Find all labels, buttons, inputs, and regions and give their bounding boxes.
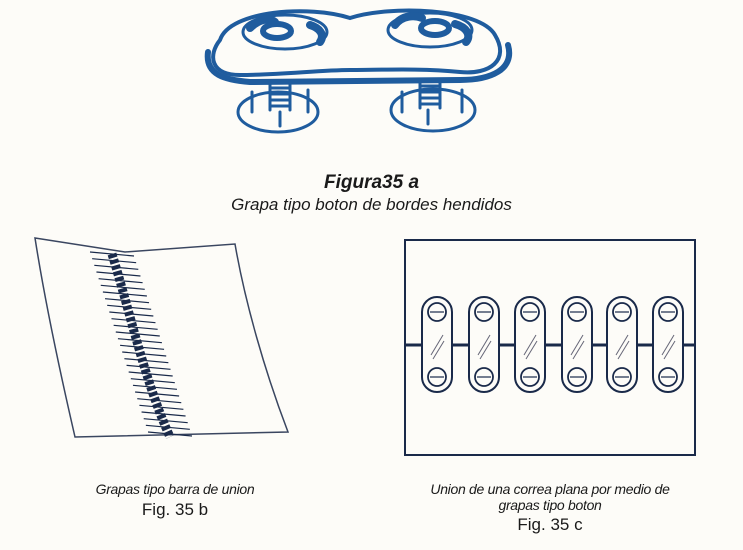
figure-a-title: Figura35 a [323, 172, 420, 193]
lacing-bar [111, 318, 156, 324]
button-staple [421, 296, 453, 393]
button-staple [606, 296, 638, 393]
bar-lacing-illustration [34, 237, 290, 439]
figure-b-label: Fig. 35 b [141, 500, 209, 519]
lacing-bar [98, 278, 143, 284]
figure-a-subtitle: Grapa tipo boton de bordes hendidos [231, 195, 512, 214]
button-staple [652, 296, 684, 393]
figure-b-caption: Grapas tipo barra de union [95, 481, 255, 497]
lacing-bar [126, 364, 171, 370]
lacing-bar [137, 398, 182, 404]
button-staple [514, 296, 546, 393]
lacing-bar [128, 371, 173, 377]
lacing-bars [89, 251, 193, 437]
lacing-bar [100, 284, 145, 290]
button-staple-illustration [204, 8, 513, 134]
figure-c-label: Fig. 35 c [517, 515, 583, 534]
button-staple [468, 296, 500, 393]
lacing-bar [113, 324, 158, 330]
button-staple [561, 296, 593, 393]
belt-joint-illustration [404, 239, 696, 456]
figure-c-caption-line1: Union de una correa plana por medio de [430, 481, 670, 497]
lacing-bar [139, 404, 184, 410]
figure-c-caption-line2: grapas tipo boton [498, 497, 602, 513]
